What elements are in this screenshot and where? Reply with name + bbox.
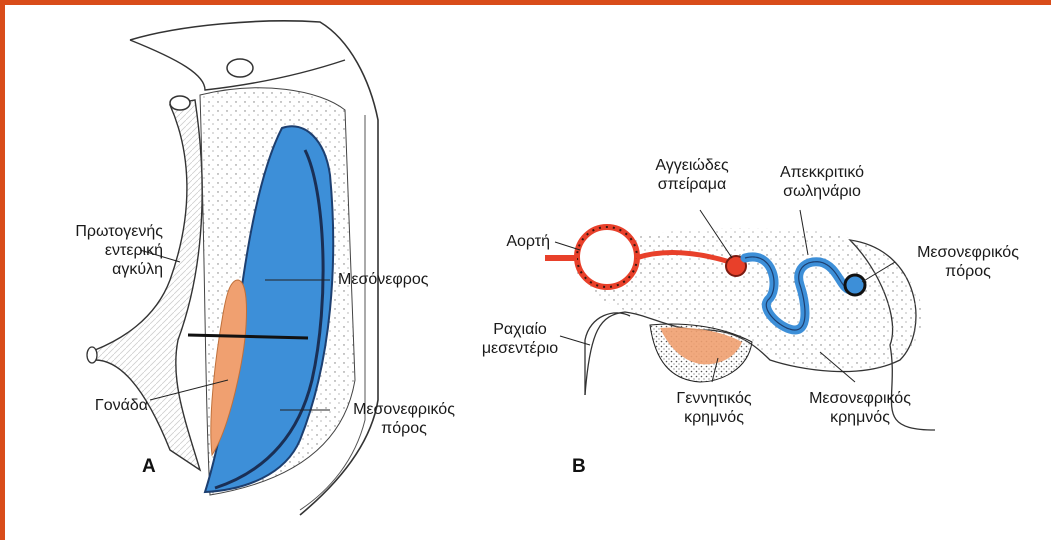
- label-mesonephric-duct-a: Μεσονεφρικός πόρος: [334, 400, 474, 438]
- label-mesonephros: Μεσόνεφρος: [338, 270, 428, 289]
- label-excretory-tubule: Απεκκριτικό σωληνάριο: [752, 163, 892, 201]
- panel-letter-b: B: [572, 456, 586, 478]
- mesonephric-duct-section: [845, 275, 865, 295]
- dorsal-mesentery-shape: [585, 313, 630, 395]
- label-primitive-gut-loop: Πρωτογενής εντερική αγκύλη: [25, 222, 163, 279]
- panel-letter-a: A: [142, 456, 156, 478]
- label-gonad: Γονάδα: [60, 396, 148, 415]
- gut-lumen-top: [170, 96, 190, 110]
- label-glomerulus: Αγγειώδες σπείραμα: [622, 156, 762, 194]
- label-mesonephric-ridge: Μεσονεφρικός κρημνός: [785, 389, 935, 427]
- label-mesonephric-duct-b: Μεσονεφρικός πόρος: [893, 243, 1043, 281]
- label-genital-ridge: Γεννητικός κρημνός: [644, 389, 784, 427]
- label-dorsal-mesentery: Ραχιαίο μεσεντέριο: [465, 320, 575, 358]
- vessel-lumen-top: [227, 59, 253, 77]
- gut-lumen-bottom: [87, 347, 97, 363]
- label-aorta: Αορτή: [488, 232, 550, 251]
